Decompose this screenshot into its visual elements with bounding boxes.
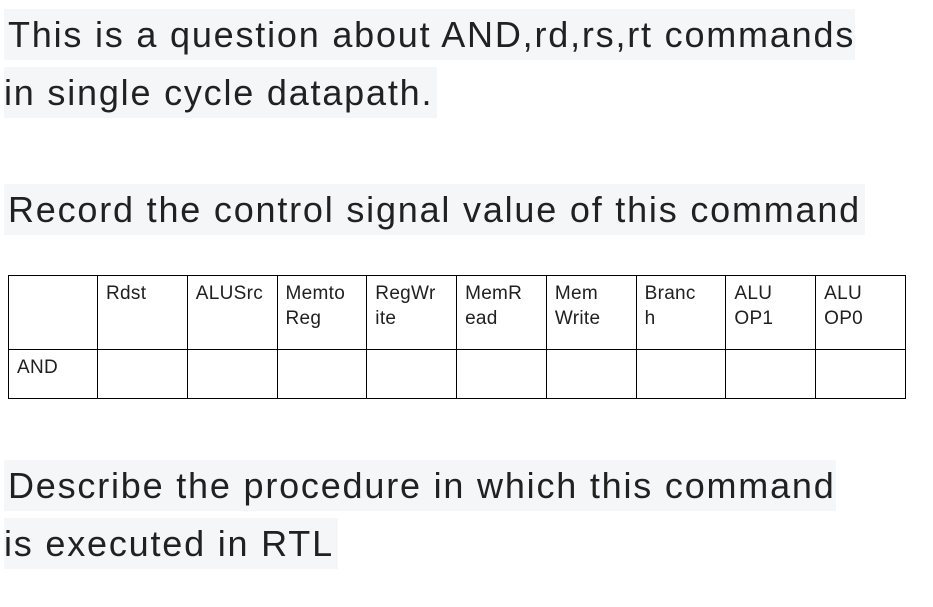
header-cell-rdst: Rdst <box>97 275 188 350</box>
header-cell-aluop1: ALU OP1 <box>725 275 817 350</box>
control-table-and-row: AND <box>8 349 906 399</box>
question-rtl-paragraph: Describe the procedure in which this com… <box>4 457 925 573</box>
header-cell-memread: MemR ead <box>456 275 547 350</box>
header-cell-aluop0: ALU OP0 <box>815 275 906 350</box>
control-signal-table: Rdst ALUSrc Memto Reg RegWr ite MemR ead… <box>8 275 906 399</box>
and-cell-alusrc <box>186 349 278 399</box>
and-cell-memtoreg <box>276 349 368 399</box>
header-cell-alusrc: ALUSrc <box>186 275 278 350</box>
header-cell-corner <box>8 275 98 350</box>
intro-paragraph-text: This is a question about AND,rd,rs,rt co… <box>4 9 856 118</box>
header-cell-regwrite: RegWr ite <box>366 275 458 350</box>
intro-paragraph: This is a question about AND,rd,rs,rt co… <box>4 6 925 122</box>
and-cell-aluop1 <box>725 349 817 399</box>
question-record-text: Record the control signal value of this … <box>4 184 865 235</box>
and-cell-memread <box>456 349 547 399</box>
header-cell-branch: Branc h <box>635 275 727 350</box>
and-cell-rdst <box>97 349 188 399</box>
row-label-and: AND <box>8 349 98 399</box>
and-cell-branch <box>635 349 727 399</box>
question-record-paragraph: Record the control signal value of this … <box>4 181 925 239</box>
and-cell-aluop0 <box>815 349 906 399</box>
and-cell-memwrite <box>545 349 637 399</box>
and-cell-regwrite <box>366 349 458 399</box>
control-table-header-row: Rdst ALUSrc Memto Reg RegWr ite MemR ead… <box>8 275 906 350</box>
header-cell-memtoreg: Memto Reg <box>276 275 368 350</box>
question-rtl-text: Describe the procedure in which this com… <box>4 460 836 569</box>
header-cell-memwrite: Mem Write <box>545 275 637 350</box>
